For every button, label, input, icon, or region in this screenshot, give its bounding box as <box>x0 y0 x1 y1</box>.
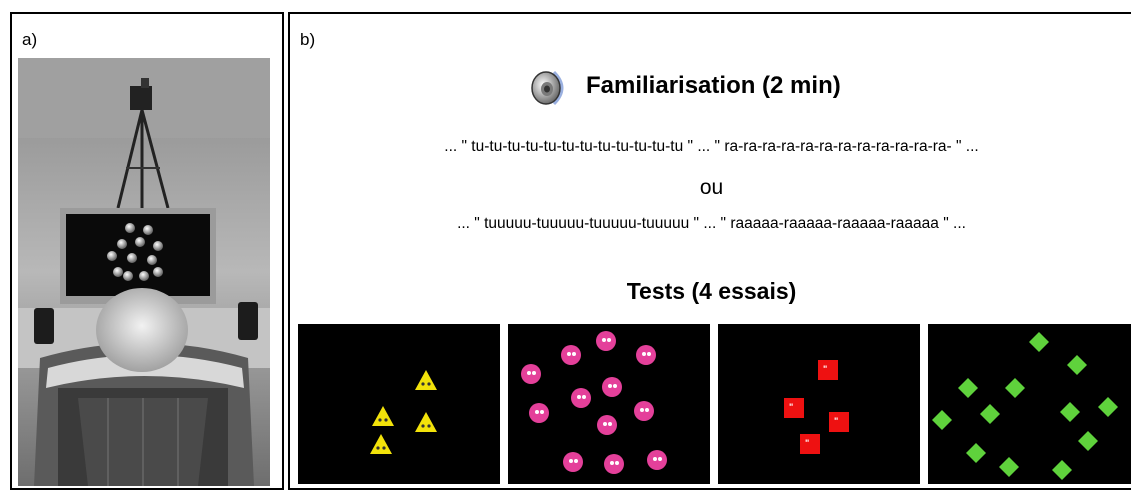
diamond-shape <box>999 457 1019 477</box>
familiarisation-title: Familiarisation (2 min) <box>586 72 841 99</box>
svg-text:": " <box>789 402 793 412</box>
circle-shape <box>597 415 617 435</box>
circle-shape <box>604 454 624 474</box>
panel-a-label: a) <box>22 30 38 49</box>
svg-text:": " <box>834 416 838 426</box>
stimulus-diamonds <box>928 324 1131 484</box>
circle-shape <box>529 403 549 423</box>
circle-shape <box>596 331 616 351</box>
diamond-shape <box>966 443 986 463</box>
circle-shape <box>571 388 591 408</box>
stimulus-triangles <box>298 324 500 484</box>
diamond-shape <box>980 404 1000 424</box>
svg-text:": " <box>823 364 827 374</box>
diamond-shape <box>932 410 952 430</box>
panel-b: b) Familiarisation (2 min) ... " tu-tu-t… <box>288 12 1131 490</box>
triangle-shape <box>415 412 437 432</box>
sequence-long-syllables: ... " tuuuuu-tuuuuu-tuuuuu-tuuuuu " ... … <box>457 215 966 232</box>
experiment-setup-photo <box>18 58 270 486</box>
sequence-short-syllables: ... " tu-tu-tu-tu-tu-tu-tu-tu-tu-tu-tu-t… <box>444 138 979 155</box>
diamond-shape <box>1029 332 1049 352</box>
circle-shape <box>521 364 541 384</box>
or-label: ou <box>699 176 724 199</box>
circle-shape <box>561 345 581 365</box>
panel-b-label: b) <box>300 30 316 49</box>
circle-shape <box>634 401 654 421</box>
square-shape <box>818 360 838 380</box>
circle-shape <box>647 450 667 470</box>
triangle-shape <box>372 406 394 426</box>
panel-a: a) <box>10 12 284 490</box>
speaker-icon <box>531 70 564 106</box>
familiarisation-header: Familiarisation (2 min) <box>526 68 886 108</box>
diamond-shape <box>1052 460 1072 480</box>
square-shape <box>800 434 820 454</box>
circle-shape <box>563 452 583 472</box>
diamond-shape <box>1005 378 1025 398</box>
stimulus-squares: " " " " <box>718 324 920 484</box>
circle-shape <box>602 377 622 397</box>
diamond-shape <box>1098 397 1118 417</box>
stimulus-circles <box>508 324 710 484</box>
triangle-shape <box>370 434 392 454</box>
diamond-shape <box>1067 355 1087 375</box>
svg-text:": " <box>805 438 809 448</box>
circle-shape <box>636 345 656 365</box>
diamond-shape <box>1078 431 1098 451</box>
diamond-shape <box>958 378 978 398</box>
square-shape <box>829 412 849 432</box>
diamond-shape <box>1060 402 1080 422</box>
tests-title: Tests (4 essais) <box>626 278 797 304</box>
square-shape <box>784 398 804 418</box>
triangle-shape <box>415 370 437 390</box>
